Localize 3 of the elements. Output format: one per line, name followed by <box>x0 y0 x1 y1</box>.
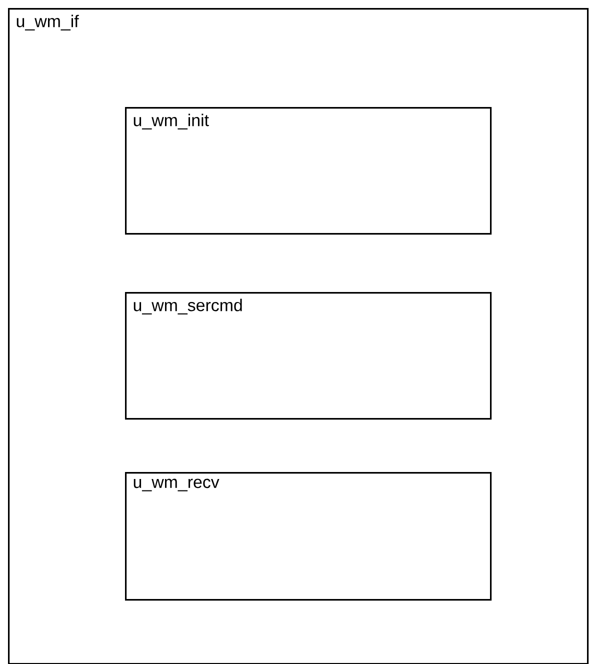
module-box: u_wm_sercmd <box>125 292 492 420</box>
module-box: u_wm_recv <box>125 472 492 601</box>
module-box: u_wm_init <box>125 107 492 235</box>
